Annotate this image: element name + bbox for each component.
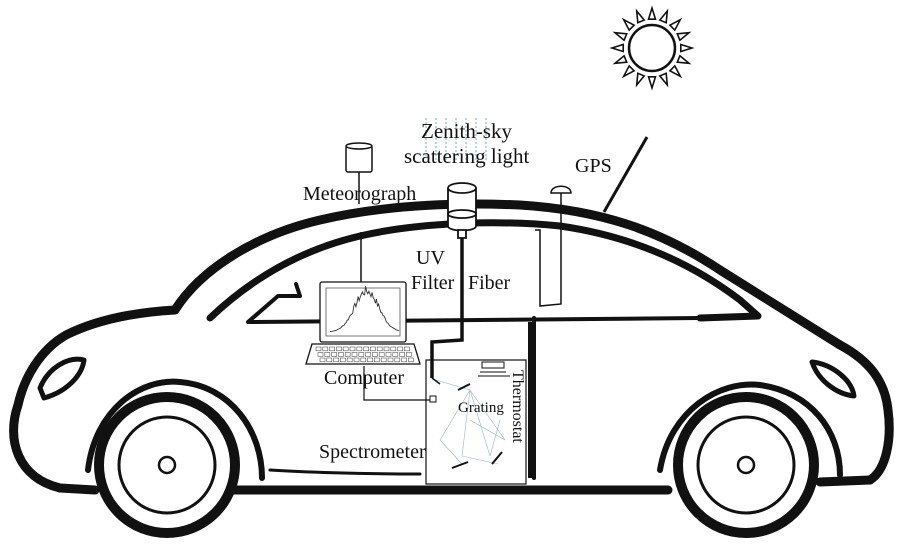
laptop-key (353, 357, 360, 363)
laptop-key (378, 352, 385, 357)
laptop-key (383, 346, 390, 352)
meteorograph-label: Meteorograph (303, 183, 416, 205)
zenith-light-rays (425, 118, 487, 160)
laptop-key (408, 357, 414, 363)
sun-ray (658, 72, 669, 88)
laptop-spectrum-curve (329, 286, 400, 333)
laptop-key (406, 352, 412, 357)
laptop-key (346, 357, 353, 363)
sun-ray (679, 43, 695, 53)
laptop-key (317, 352, 324, 357)
laptop-key (324, 352, 331, 357)
sun-ray (658, 8, 669, 24)
spectrometer-label: Spectrometer (319, 441, 426, 463)
laptop-key (397, 346, 403, 352)
computer-cable (363, 366, 432, 401)
laptop-key (399, 352, 405, 357)
rear-wheel (94, 392, 240, 538)
laptop-key (315, 346, 322, 352)
laptop-key (358, 352, 365, 357)
laptop-key (336, 346, 342, 352)
laptop-key (360, 357, 367, 363)
sun-ray (621, 17, 636, 32)
thermostat-label: Thermostat (509, 370, 526, 443)
laptop-key (322, 346, 329, 352)
laptop-key (372, 352, 378, 357)
laptop-keyboard (315, 346, 414, 363)
sun-icon (609, 5, 695, 91)
computer-label: Computer (324, 367, 404, 389)
sun-ray (647, 5, 657, 21)
laptop-key (331, 352, 337, 357)
laptop-key (338, 352, 344, 357)
front-wheel (673, 392, 819, 538)
gps-antenna-icon (535, 185, 572, 307)
laptop-key (385, 352, 392, 357)
uv-label: UV (416, 247, 445, 269)
spectrometer-box (425, 359, 527, 485)
laptop-key (390, 346, 397, 352)
meteorograph-icon (345, 142, 373, 282)
laptop-key (319, 357, 326, 363)
sun-ray (635, 8, 646, 24)
laptop-key (401, 357, 407, 363)
sun-ray (676, 31, 692, 42)
laptop-key (376, 346, 383, 352)
laptop-key (380, 357, 387, 363)
laptop-key (329, 346, 335, 352)
zenith-label-line2: scattering light (404, 144, 530, 168)
laptop-key (349, 346, 356, 352)
laptop-key (394, 357, 401, 363)
zenith-label-line1: Zenith-sky (421, 119, 512, 143)
laptop-key (340, 357, 346, 363)
sun-ray (635, 72, 646, 88)
sun-ray (621, 64, 636, 79)
sun-ray (676, 54, 692, 65)
laptop-key (387, 357, 394, 363)
filter-label: Filter (411, 272, 455, 294)
roof-antenna (602, 136, 649, 213)
laptop-key (367, 357, 373, 363)
sun-ray (612, 54, 628, 65)
sun-ray (612, 31, 628, 42)
laptop-key (370, 346, 376, 352)
laptop-key (392, 352, 399, 357)
car-body (9, 199, 894, 495)
spectrometer-port (429, 395, 437, 403)
sun-ray (668, 64, 683, 79)
laptop-key (356, 346, 363, 352)
laptop-key (333, 357, 339, 363)
laptop-key (363, 346, 369, 352)
laptop-computer-icon (305, 281, 421, 365)
sun-ray (647, 76, 657, 91)
fiber-label: Fiber (468, 272, 511, 294)
grating-label: Grating (458, 400, 504, 416)
laptop-key (365, 352, 371, 357)
laptop-key (404, 346, 410, 352)
laptop-key (374, 357, 380, 363)
sun-ray (609, 43, 625, 53)
sun-ray (668, 17, 683, 32)
laptop-key (326, 357, 333, 363)
laptop-key (351, 352, 358, 357)
uv-filter-telescope-icon (447, 182, 477, 239)
gps-label: GPS (575, 155, 612, 177)
laptop-key (344, 352, 351, 357)
laptop-key (342, 346, 349, 352)
